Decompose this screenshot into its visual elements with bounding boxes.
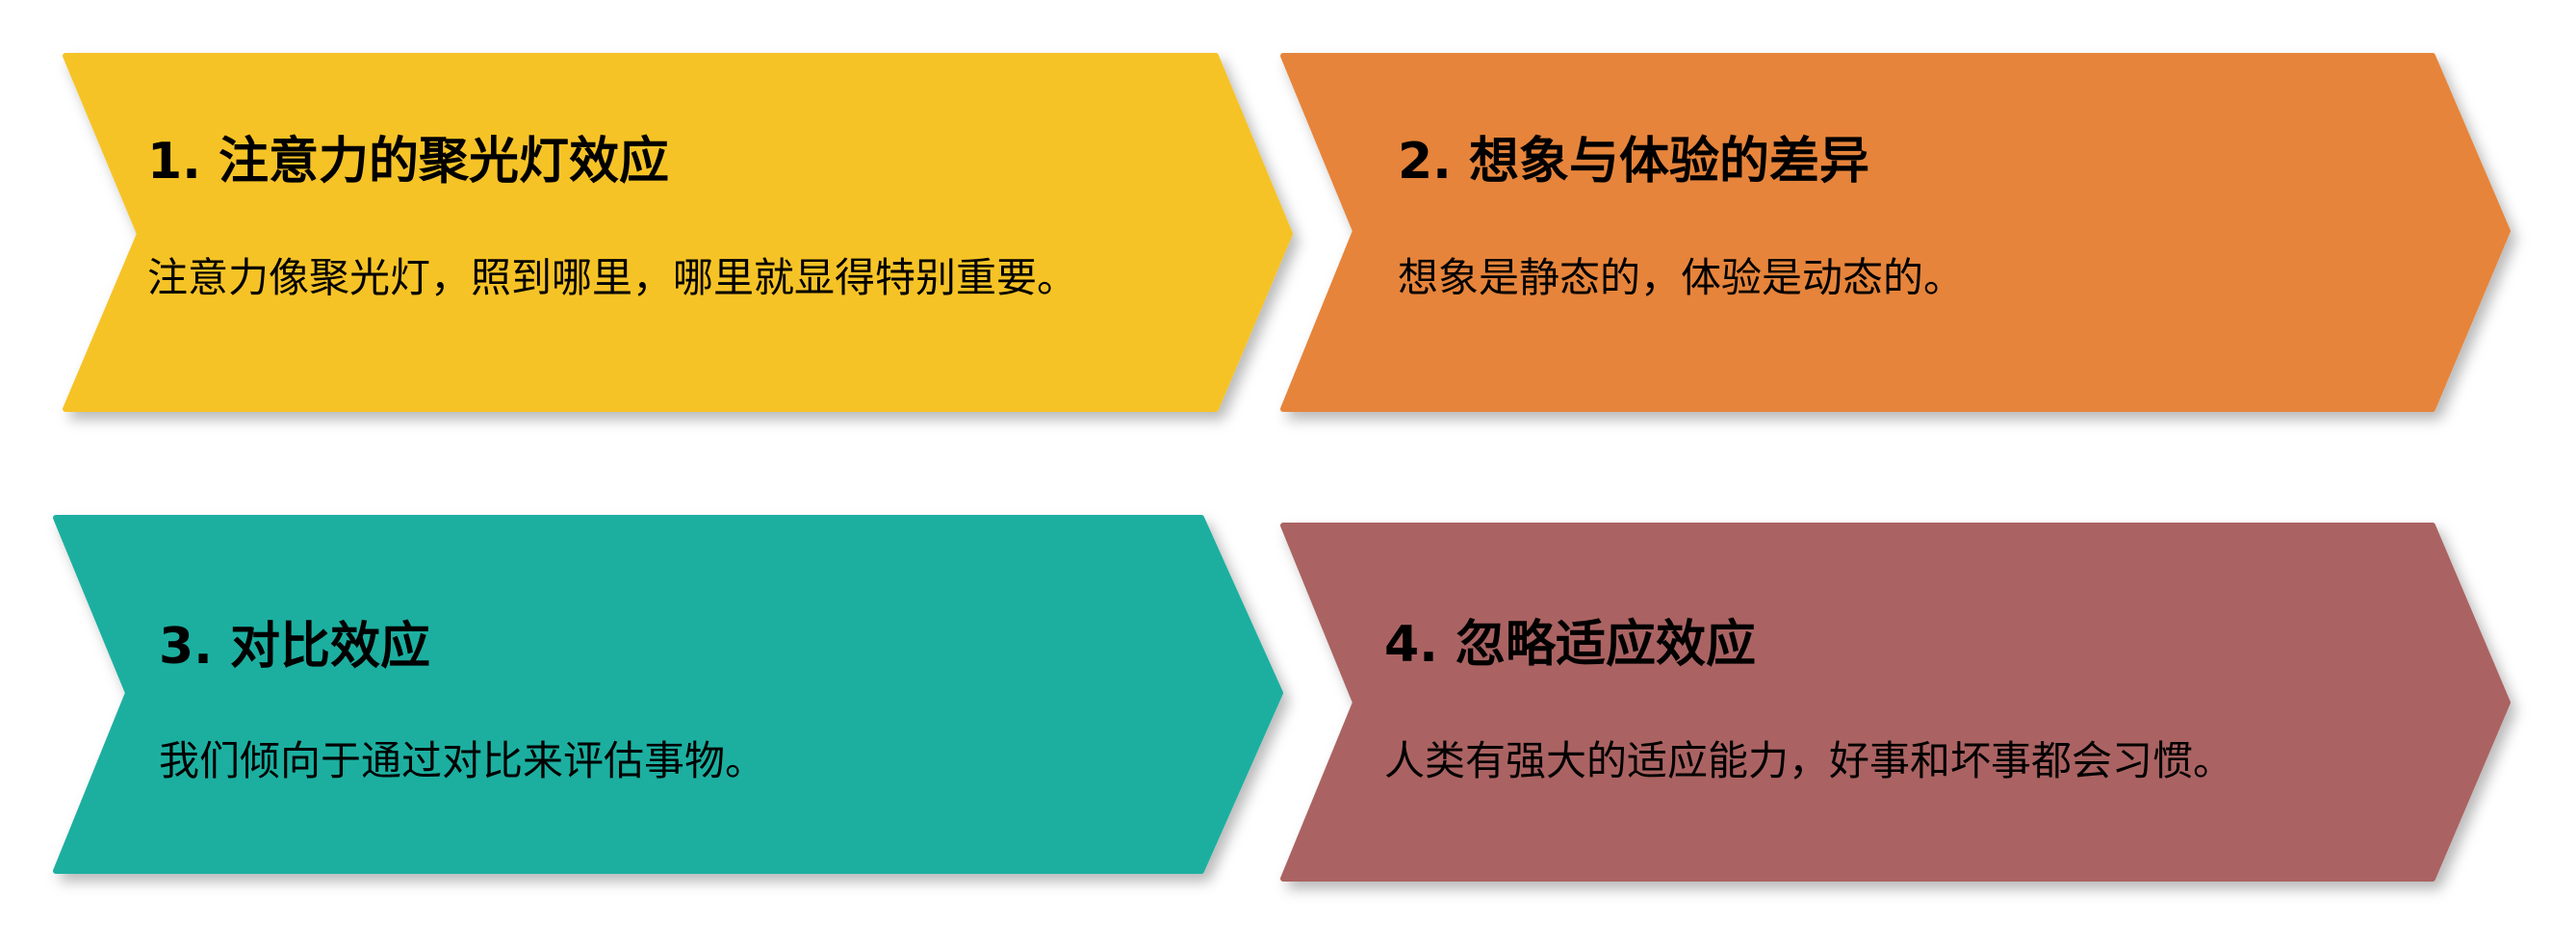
card-4-title: 4. 忽略适应效应 [1384,616,1757,674]
card-1-description: 注意力像聚光灯，照到哪里，哪里就显得特别重要。 [147,254,1078,301]
card-2-title: 2. 想象与体验的差异 [1398,133,1870,191]
card-1-title: 1. 注意力的聚光灯效应 [147,133,670,191]
chevron-card-2-shape [1280,53,2511,412]
card-3-description: 我们倾向于通过对比来评估事物。 [159,737,766,784]
card-2-description: 想象是静态的，体验是动态的。 [1398,254,1965,301]
chevron-card-1-shape [63,53,1293,412]
card-4-description: 人类有强大的适应能力，好事和坏事都会习惯。 [1384,737,2234,784]
chevron-card-4-shape [1280,523,2511,882]
card-3-title: 3. 对比效应 [159,618,431,676]
chevron-card-3-shape [53,515,1283,874]
